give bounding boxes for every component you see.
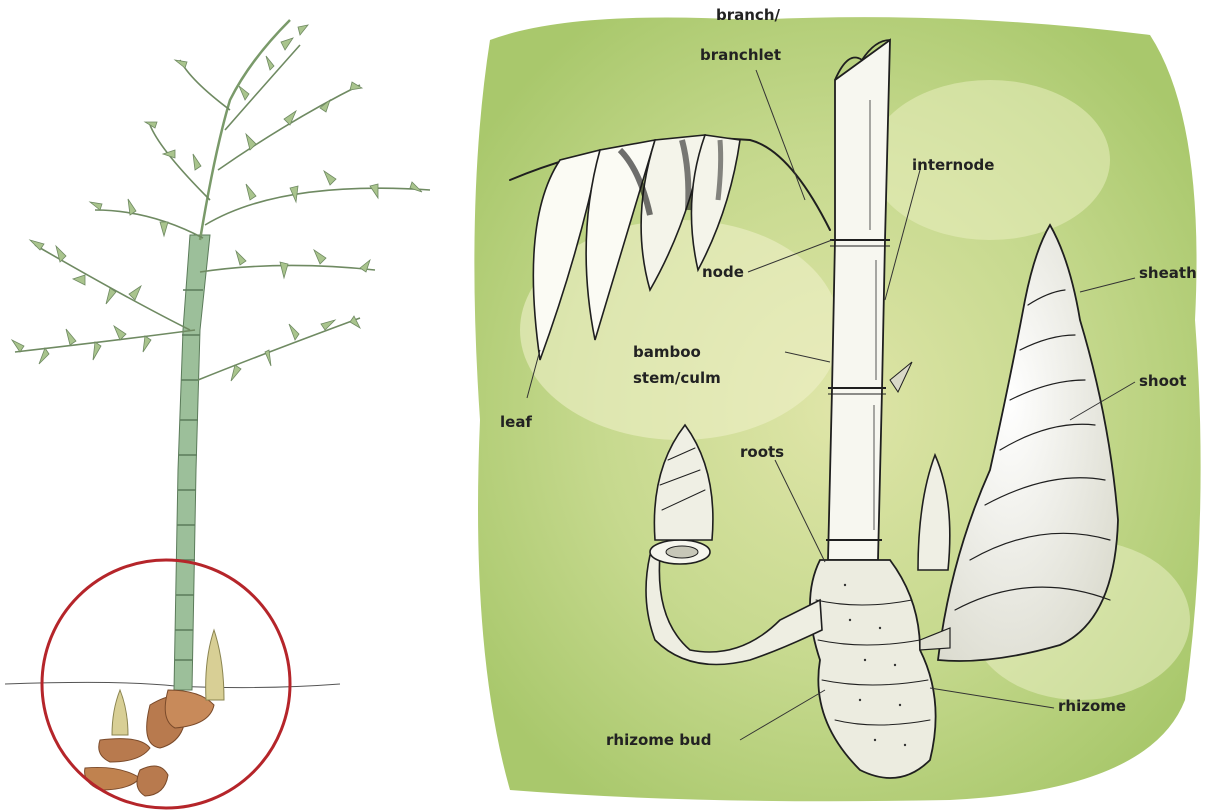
label-roots: roots bbox=[740, 443, 784, 461]
label-branch-line1: branch/ bbox=[716, 6, 781, 24]
label-leaf: leaf bbox=[500, 413, 532, 431]
label-rhizome-bud: rhizome bud bbox=[606, 731, 711, 749]
branches bbox=[15, 45, 430, 380]
label-sheath: sheath bbox=[1139, 264, 1197, 282]
culm bbox=[174, 20, 290, 690]
label-internode: internode bbox=[912, 156, 994, 174]
label-shoot: shoot bbox=[1139, 372, 1186, 390]
label-bamboo-line2: stem/culm bbox=[633, 369, 721, 387]
highlight-circle bbox=[42, 560, 290, 808]
young-shoot-left bbox=[112, 690, 128, 735]
label-bamboo-line1: bamboo bbox=[633, 343, 701, 361]
label-branch-line2: branchlet bbox=[700, 46, 781, 64]
underground-rhizomes bbox=[85, 630, 224, 796]
young-shoot-right bbox=[206, 630, 224, 700]
detail-svg: branch/ branchlet internode node sheath … bbox=[450, 0, 1215, 811]
bamboo-plant-svg bbox=[0, 0, 450, 811]
label-rhizome: rhizome bbox=[1058, 697, 1126, 715]
detail-illustration: branch/ branchlet internode node sheath … bbox=[450, 0, 1215, 811]
leaf-cluster bbox=[12, 25, 422, 381]
whole-plant-illustration bbox=[0, 0, 450, 811]
label-node: node bbox=[702, 263, 744, 281]
